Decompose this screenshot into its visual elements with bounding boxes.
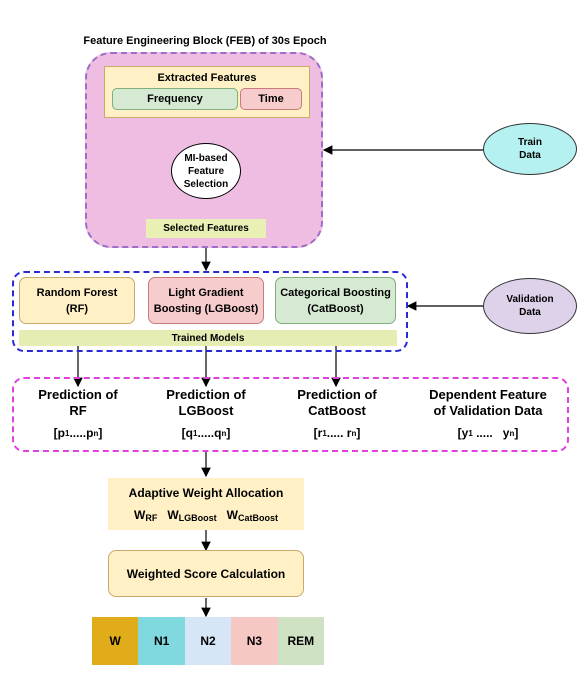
prediction-lgb-label: Prediction of LGBoost (146, 386, 266, 420)
time-box: Time (240, 88, 302, 110)
stage-n2: N2 (184, 617, 232, 665)
rf-line-1: Random Forest (36, 286, 118, 299)
train-line-2: Data (519, 150, 541, 161)
weight-lgb-symbol: W (167, 507, 179, 522)
adaptive-weight-title: Adaptive Weight Allocation (128, 485, 284, 500)
cat-vec-sub2: n (351, 428, 357, 438)
lgboost-box: Light Gradient Boosting (LGBoost) (148, 277, 264, 324)
feb-title: Feature Engineering Block (FEB) of 30s E… (83, 35, 327, 47)
dep-vec-sub2: n (509, 428, 515, 438)
prediction-rf-label: Prediction of RF (18, 386, 138, 420)
mi-line-3: Selection (183, 178, 229, 190)
rf-line-2: (RF) (66, 302, 88, 315)
mi-feature-selection-node: MI-based Feature Selection (171, 143, 241, 199)
stage-n3: N3 (231, 617, 278, 665)
dependent-line-1: Dependent Feature (429, 387, 547, 402)
dep-vec-close: ] (514, 426, 519, 440)
adaptive-weight-box: Adaptive Weight Allocation WRF WLGBoost … (108, 478, 304, 530)
weight-lgb: WLGBoost (167, 508, 216, 523)
lgb-vec-close: ] (226, 426, 231, 440)
cat-vec-sub1: 1 (322, 428, 327, 438)
prediction-lgb-line-2: LGBoost (178, 403, 234, 418)
prediction-lgb-line-1: Prediction of (166, 387, 246, 402)
models-container (12, 271, 408, 352)
catboost-box: Categorical Boosting (CatBoost) (275, 277, 396, 324)
cat-vec-close: ] (356, 426, 361, 440)
rf-vec-close: ] (98, 426, 103, 440)
sleep-stages-row: W N1 N2 N3 REM (92, 617, 325, 665)
selected-features-box: Selected Features (146, 219, 266, 238)
weight-rf-sub: RF (145, 512, 158, 523)
lgb-line-2: Boosting (LGBoost) (153, 302, 259, 315)
lgb-vec-mid: .....q (197, 426, 222, 440)
rf-vec-mid: .....p (69, 426, 94, 440)
dependent-feature-label: Dependent Feature of Validation Data (412, 386, 564, 420)
validation-data-node: Validation Data (483, 278, 577, 334)
prediction-cat-line-2: CatBoost (308, 403, 366, 418)
train-data-node: Train Data (483, 123, 577, 175)
prediction-rf-line-2: RF (69, 403, 87, 418)
dependent-line-2: of Validation Data (433, 403, 543, 418)
weight-rf-symbol: W (134, 507, 146, 522)
cat-line-2: (CatBoost) (307, 302, 364, 315)
rf-vec-sub2: n (93, 428, 99, 438)
weight-cat: WCatBoost (227, 508, 278, 523)
dep-vec-open: [y (457, 426, 469, 440)
prediction-cat-line-1: Prediction of (297, 387, 377, 402)
weighted-score-box: Weighted Score Calculation (108, 550, 304, 597)
validation-line-1: Validation (506, 294, 554, 305)
weight-cat-sub: CatBoost (237, 512, 278, 523)
cat-vec-mid: ..... r (326, 426, 352, 440)
prediction-rf-line-1: Prediction of (38, 387, 118, 402)
cat-line-1: Categorical Boosting (280, 286, 391, 299)
mi-line-1: MI-based (184, 152, 228, 164)
weights-row: WRF WLGBoost WCatBoost (108, 506, 304, 524)
weight-rf: WRF (134, 508, 157, 523)
lgb-vec-sub1: 1 (192, 428, 198, 438)
stage-w: W (92, 617, 139, 665)
lgb-vec-sub2: n (221, 428, 227, 438)
rf-vec-open: [p (53, 426, 65, 440)
weight-cat-symbol: W (226, 507, 238, 522)
frequency-box: Frequency (112, 88, 238, 110)
weight-lgb-sub: LGBoost (178, 512, 217, 523)
train-line-1: Train (518, 137, 542, 148)
rf-vec-sub1: 1 (64, 428, 70, 438)
cat-vec-open: [r (313, 426, 323, 440)
validation-line-2: Data (519, 307, 541, 318)
lgb-line-1: Light Gradient (168, 286, 244, 299)
stage-n1: N1 (138, 617, 185, 665)
prediction-cat-label: Prediction of CatBoost (276, 386, 398, 420)
extracted-features-box: Extracted Features Frequency Time (104, 66, 310, 118)
predictions-container (12, 377, 569, 452)
stage-rem: REM (277, 617, 325, 665)
dep-vec-sub1: 1 (468, 428, 473, 438)
trained-models-bar: Trained Models (19, 330, 397, 346)
random-forest-box: Random Forest (RF) (19, 277, 135, 324)
lgb-vec-open: [q (181, 426, 193, 440)
mi-line-2: Feature (187, 165, 225, 177)
dep-vec-mid: ..... y (472, 426, 510, 440)
extracted-features-title: Extracted Features (157, 72, 257, 84)
